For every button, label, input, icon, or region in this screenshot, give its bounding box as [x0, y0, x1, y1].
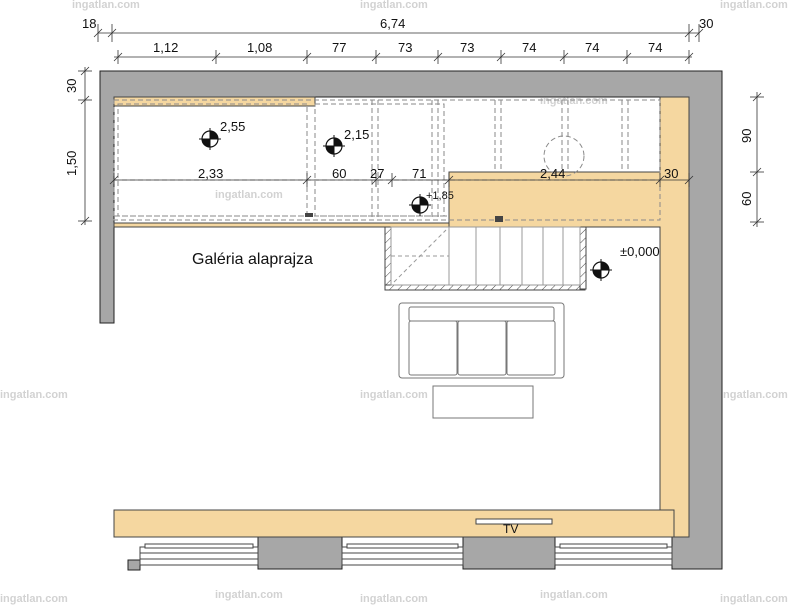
dimension-chain-inner [109, 173, 694, 187]
dimension-chain-left [78, 66, 92, 226]
coffee-table [432, 385, 534, 419]
gallery-edge [113, 222, 450, 228]
dimension-chain-top [93, 24, 704, 64]
watermark-text: ingatlan.com [72, 0, 140, 11]
bottom-beam [113, 509, 675, 538]
watermark-text: ingatlan.com [215, 589, 283, 601]
dim-inner-segment: 27 [370, 166, 384, 181]
top-beam [113, 96, 316, 107]
dim-top-segment: 73 [460, 40, 474, 55]
dim-top-right-wall: 30 [699, 16, 713, 31]
plan-title: Galéria alaprajza [192, 251, 313, 268]
dim-left-gallery: 1,50 [64, 151, 79, 176]
dim-inner-segment: 2,33 [198, 166, 223, 181]
level-value: 2,55 [220, 119, 245, 134]
watermark-text: ingatlan.com [0, 389, 68, 401]
level-marker-icon [199, 128, 221, 150]
window-middle [341, 543, 464, 566]
sofa [398, 302, 565, 379]
tv-unit: TV [475, 518, 553, 536]
dim-inner-segment: 71 [412, 166, 426, 181]
watermark-text: ingatlan.com [720, 0, 788, 11]
window-right [554, 543, 673, 566]
dim-inner-segment: 60 [332, 166, 346, 181]
level-value: ±0,000 [620, 244, 660, 259]
dim-top-segment: 73 [398, 40, 412, 55]
dim-left-wall: 30 [64, 79, 79, 93]
dimension-chain-right [750, 92, 764, 227]
dim-top-segment: 1,12 [153, 40, 178, 55]
level-marker-icon [409, 194, 431, 216]
watermark-text: ingatlan.com [360, 0, 428, 11]
watermark-text: ingatlan.com [540, 95, 608, 107]
watermark-text: ingatlan.com [360, 389, 428, 401]
dim-inner-segment: 30 [664, 166, 678, 181]
window-left [139, 543, 259, 566]
watermark-text: ingatlan.com [215, 189, 283, 201]
windows [139, 543, 673, 566]
dim-top-segment: 1,08 [247, 40, 272, 55]
level-marker-icon [590, 259, 612, 281]
watermark-text: ingatlan.com [720, 389, 788, 401]
staircase [384, 226, 587, 291]
dim-top-segment: 74 [648, 40, 662, 55]
dim-right-upper: 90 [739, 129, 754, 143]
watermark-text: ingatlan.com [0, 593, 68, 605]
level-value: 2,15 [344, 127, 369, 142]
watermark-text: ingatlan.com [720, 593, 788, 605]
level-value: +1,85 [426, 190, 454, 202]
dim-top-segment: 74 [585, 40, 599, 55]
dim-inner-segment: 2,44 [540, 166, 565, 181]
dim-top-segment: 74 [522, 40, 536, 55]
tv-label: TV [503, 522, 518, 536]
watermark-text: ingatlan.com [360, 593, 428, 605]
window-pier [257, 536, 343, 570]
dim-right-lower: 60 [739, 192, 754, 206]
stair-rail-bottom [384, 284, 586, 291]
watermark-text: ingatlan.com [540, 589, 608, 601]
dim-top-segment: 77 [332, 40, 346, 55]
stair-rail-end [579, 226, 587, 290]
level-marker-icon [323, 135, 345, 157]
dim-top-left-wall: 18 [82, 16, 96, 31]
stair-rail [384, 226, 392, 290]
window-pier [462, 536, 556, 570]
post-marks [305, 213, 503, 222]
window-pier-left [127, 559, 141, 571]
dim-top-overall: 6,74 [380, 16, 405, 31]
